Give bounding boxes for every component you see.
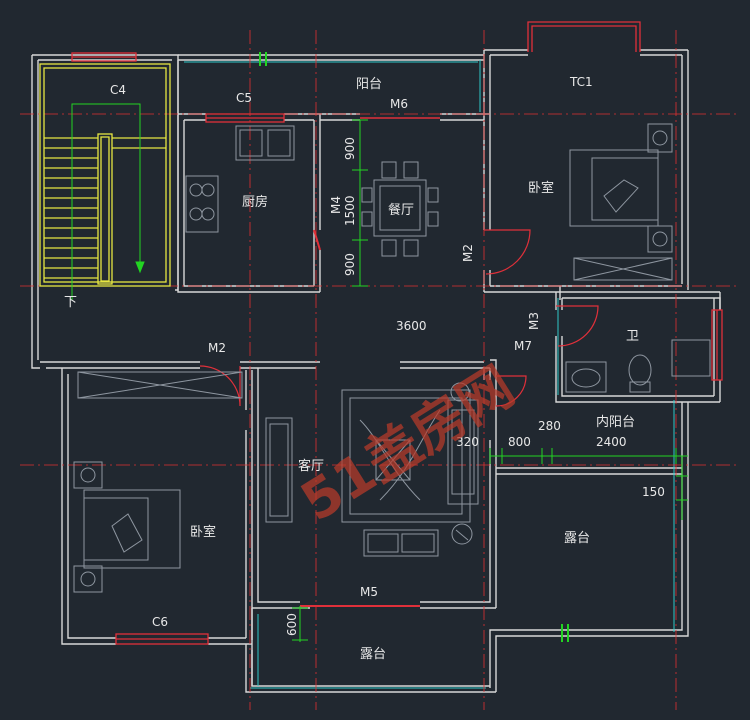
tag-m2-vertical: M2	[461, 244, 475, 262]
room-label-bedroom-ne: 卧室	[528, 180, 554, 196]
axis-lines	[20, 30, 740, 710]
room-label-living: 客厅	[298, 458, 324, 474]
room-label-terrace-south: 露台	[360, 647, 386, 662]
room-label-dining: 餐厅	[388, 202, 414, 218]
door-swings	[199, 229, 599, 407]
dim-2400: 2400	[596, 435, 627, 449]
tag-c4: C4	[110, 83, 126, 97]
room-label-terrace-east: 露台	[564, 531, 590, 546]
tag-m3: M3	[527, 312, 541, 330]
room-label-balcony-top: 阳台	[356, 77, 382, 92]
dimension-labels: 900 1500 900 3600 320 800 280 2400 150 6…	[285, 137, 665, 636]
tag-m2-horizontal: M2	[208, 341, 226, 355]
dim-150: 150	[642, 485, 665, 499]
dim-800: 800	[508, 435, 531, 449]
room-label-kitchen: 厨房	[242, 194, 268, 210]
dim-3600: 3600	[396, 319, 427, 333]
dim-600: 600	[285, 613, 299, 636]
dim-900-top: 900	[343, 137, 357, 160]
tag-m4: M4	[329, 196, 343, 214]
dimension-lines	[259, 52, 688, 642]
room-label-bedroom-sw: 卧室	[190, 524, 216, 540]
room-labels: 阳台 厨房 餐厅 卧室 卫 客厅 内阳台 露台 卧室 露台 下	[64, 77, 639, 662]
element-tags: C4 C5 M6 TC1 M4 M2 M2 M3 M7 C6 M5	[110, 75, 593, 629]
room-label-bathroom: 卫	[626, 329, 639, 344]
walls	[31, 49, 721, 693]
tag-tc1: TC1	[569, 75, 593, 89]
room-label-inner-balcony: 内阳台	[596, 414, 635, 430]
dim-280: 280	[538, 419, 561, 433]
staircase	[39, 63, 171, 287]
dim-1500: 1500	[343, 195, 357, 226]
tag-m5: M5	[360, 585, 378, 599]
stair-down-label: 下	[64, 295, 77, 310]
tag-m7: M7	[514, 339, 532, 353]
dim-900-bottom: 900	[343, 253, 357, 276]
tag-c6: C6	[152, 615, 168, 629]
tag-m6: M6	[390, 97, 408, 111]
tag-c5: C5	[236, 91, 252, 105]
stair-arrow	[71, 103, 145, 300]
furniture	[73, 123, 711, 593]
dim-320: 320	[456, 435, 479, 449]
windows	[71, 21, 723, 645]
